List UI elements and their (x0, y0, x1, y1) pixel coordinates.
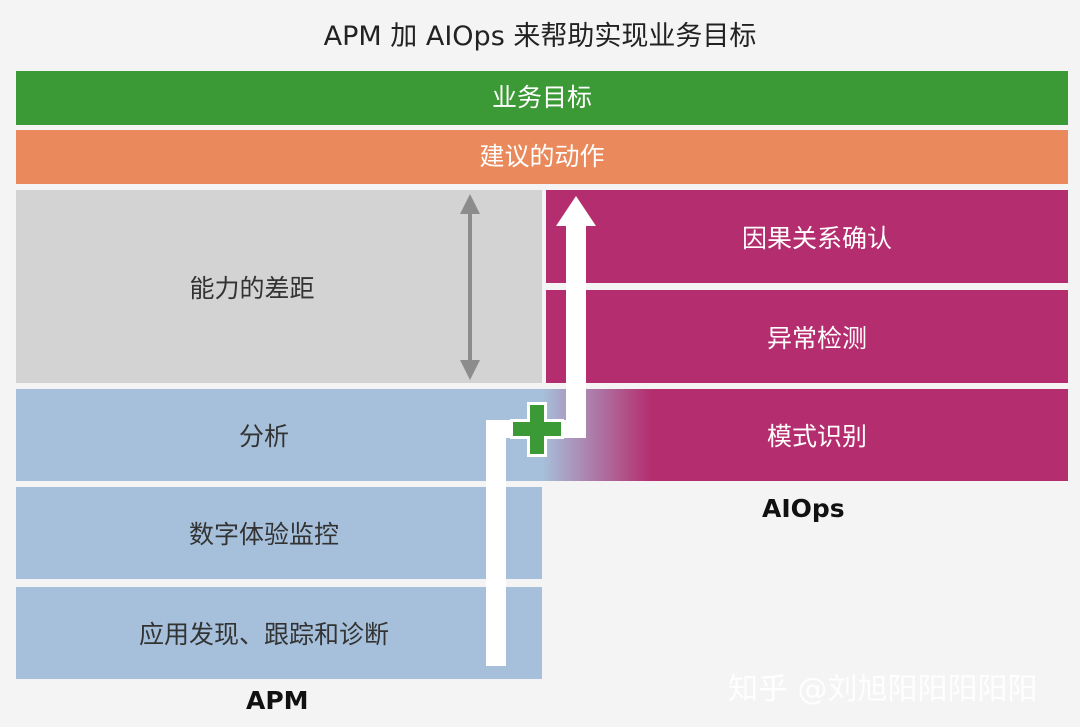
apm-caption: APM (246, 686, 309, 715)
aiops-anomaly-label: 异常检测 (766, 323, 867, 353)
double-arrow-icon (460, 194, 480, 380)
apm-trace-label: 应用发现、跟踪和诊断 (138, 620, 389, 649)
apm-trace-block: 应用发现、跟踪和诊断 (16, 587, 542, 679)
apm-analysis-label: 分析 (238, 422, 289, 451)
aiops-caption: AIOps (762, 494, 845, 523)
aiops-causality-block: 因果关系确认 (546, 190, 1068, 283)
apm-dx-label: 数字体验监控 (188, 520, 339, 549)
plus-icon (510, 402, 564, 457)
watermark: 知乎 @刘旭阳阳阳阳阳 (728, 672, 1038, 707)
aiops-causality-label: 因果关系确认 (741, 223, 892, 253)
aiops-anomaly-block: 异常检测 (546, 290, 1068, 383)
business-goal-band: 业务目标 (16, 71, 1068, 125)
apm-analysis-block: 分析 (16, 389, 542, 481)
apm-dx-block: 数字体验监控 (16, 487, 542, 579)
capability-gap-block: 能力的差距 (16, 190, 542, 383)
capability-gap-label: 能力的差距 (189, 273, 315, 303)
diagram-title: APM 加 AIOps 来帮助实现业务目标 (323, 21, 757, 52)
aiops-pattern-label: 模式识别 (766, 422, 867, 451)
recommended-action-band: 建议的动作 (16, 130, 1068, 184)
